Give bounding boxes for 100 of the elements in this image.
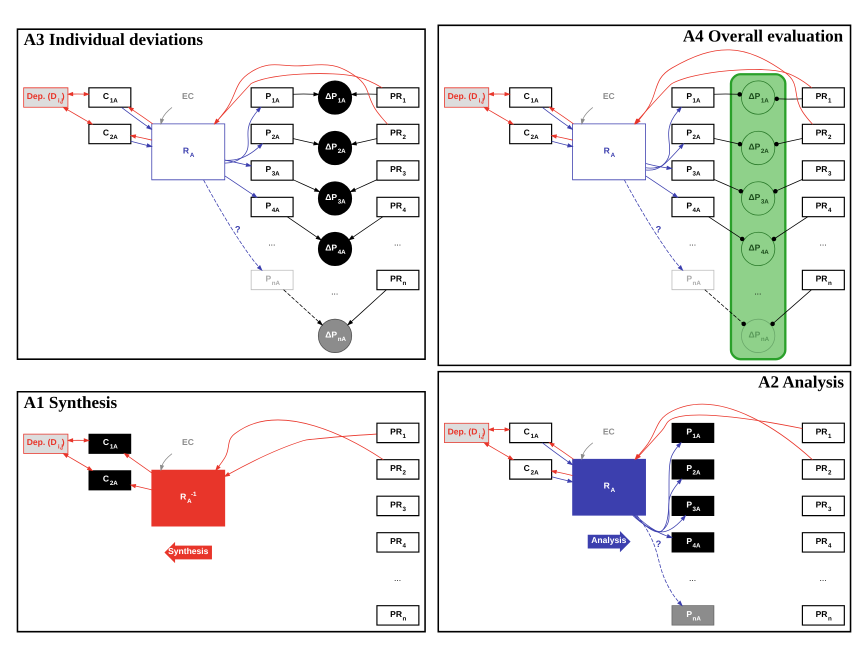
connector — [774, 96, 803, 101]
label: ... — [819, 572, 827, 583]
arrow — [350, 138, 378, 145]
node-box: P$_{1A}$ — [250, 86, 294, 108]
arrow — [224, 175, 258, 198]
node-box: P$_{3A}$ — [671, 160, 714, 180]
node-box: PR$_{3}$ — [376, 160, 420, 180]
arrow — [160, 106, 172, 124]
node-box: Dep. (D$_{i,j}$) — [23, 433, 68, 454]
arrow — [551, 476, 574, 482]
node-box: PR$_{4}$ — [802, 532, 845, 552]
node-box: PR$_{n}$ — [376, 269, 420, 290]
arrow — [634, 514, 673, 538]
arrow — [350, 178, 378, 192]
arrow — [634, 478, 682, 532]
arrow — [130, 484, 152, 490]
node-box: R$_{A}$ — [151, 123, 226, 180]
arrow — [66, 91, 90, 96]
arrow — [548, 442, 574, 460]
node-text: EC — [182, 90, 194, 100]
connector — [714, 138, 742, 146]
node-box: P$_{2A}$ — [250, 123, 294, 144]
node-box: PR$_{3}$ — [802, 495, 845, 516]
node-box: PR$_{1}$ — [376, 422, 420, 443]
arrow — [488, 426, 511, 432]
connector — [772, 216, 808, 241]
arrow — [550, 134, 573, 140]
arrow — [624, 179, 684, 271]
arrow — [350, 92, 378, 96]
connector — [704, 288, 746, 326]
node-box: C$_{1A}$ — [509, 422, 552, 443]
arrow — [224, 159, 252, 166]
connector — [770, 288, 812, 326]
arrow — [62, 452, 94, 471]
node-circle: ΔP$_{4A}$ — [318, 231, 352, 266]
connector — [708, 216, 744, 241]
arrow — [292, 92, 320, 96]
node-circle: ΔP$_{3A}$ — [318, 180, 352, 216]
arrow — [128, 106, 154, 124]
node-box: P$_{4A}$ — [671, 196, 714, 217]
arrow — [542, 106, 574, 130]
node-text: EC — [602, 426, 615, 436]
node-circle: ΔP$_{2A}$ — [318, 130, 352, 165]
arrow — [130, 140, 153, 147]
arrow — [488, 91, 511, 96]
arrow — [62, 106, 94, 124]
arrow — [645, 142, 684, 168]
label: ... — [394, 237, 402, 248]
arrow — [483, 442, 514, 460]
arrow — [224, 106, 262, 163]
arrow — [542, 442, 574, 465]
label: ... — [819, 237, 827, 248]
node-box: R$_{A}$ — [572, 458, 646, 516]
node-box: P$_{nA}$ — [250, 269, 294, 290]
node-box: P$_{1A}$ — [671, 86, 714, 108]
arrow — [130, 134, 152, 140]
edge-label: ? — [234, 224, 241, 234]
node-box: PR$_{2}$ — [376, 458, 420, 480]
node-box: P$_{nA}$ — [672, 604, 714, 625]
node-box: P$_{4A}$ — [672, 532, 714, 552]
cluster — [730, 72, 786, 360]
arrow — [635, 49, 813, 124]
node-box: C$_{2A}$ — [509, 458, 552, 480]
node-box: Dep. (D$_{i,j}$) — [23, 86, 68, 108]
node-box: P$_{4A}$ — [250, 196, 294, 217]
arrow — [548, 106, 574, 124]
node-box: PR$_{2}$ — [376, 123, 420, 144]
node-box: PR$_{2}$ — [802, 458, 845, 480]
node-box: PR$_{3}$ — [376, 495, 420, 516]
label: ... — [331, 286, 338, 296]
arrow — [483, 106, 514, 124]
arrow — [66, 438, 90, 442]
node-box: PR$_{1}$ — [376, 86, 420, 108]
node-box: P$_{3A}$ — [672, 495, 714, 516]
node-box: PR$_{4}$ — [802, 196, 845, 217]
node-box: C$_{2A}$ — [509, 123, 552, 144]
connector — [714, 178, 744, 193]
node-box: Dep. (D$_{i,j}$) — [444, 422, 490, 443]
arrow — [645, 162, 673, 170]
arrow — [580, 442, 594, 460]
edge-label: ? — [656, 538, 662, 548]
node-box: PR$_{3}$ — [802, 160, 845, 180]
node-text: EC — [182, 436, 194, 447]
arrow — [632, 514, 686, 532]
node-box: P$_{2A}$ — [671, 123, 714, 144]
arrow — [121, 106, 152, 130]
arrow — [645, 175, 679, 198]
node-box: PR$_{n}$ — [802, 604, 845, 626]
arrow — [348, 216, 384, 240]
arrow — [580, 106, 594, 124]
arrow — [292, 138, 320, 145]
node-box: P$_{3A}$ — [250, 160, 294, 180]
node-box: Dep. (D$_{i,j}$) — [444, 86, 490, 108]
node-box: C$_{1A}$ — [88, 86, 132, 108]
arrow — [550, 469, 573, 476]
arrow — [551, 140, 574, 147]
arrow — [645, 106, 682, 170]
node-box: PR$_{4}$ — [376, 196, 420, 217]
arrow — [636, 514, 683, 606]
arrow — [160, 452, 172, 471]
